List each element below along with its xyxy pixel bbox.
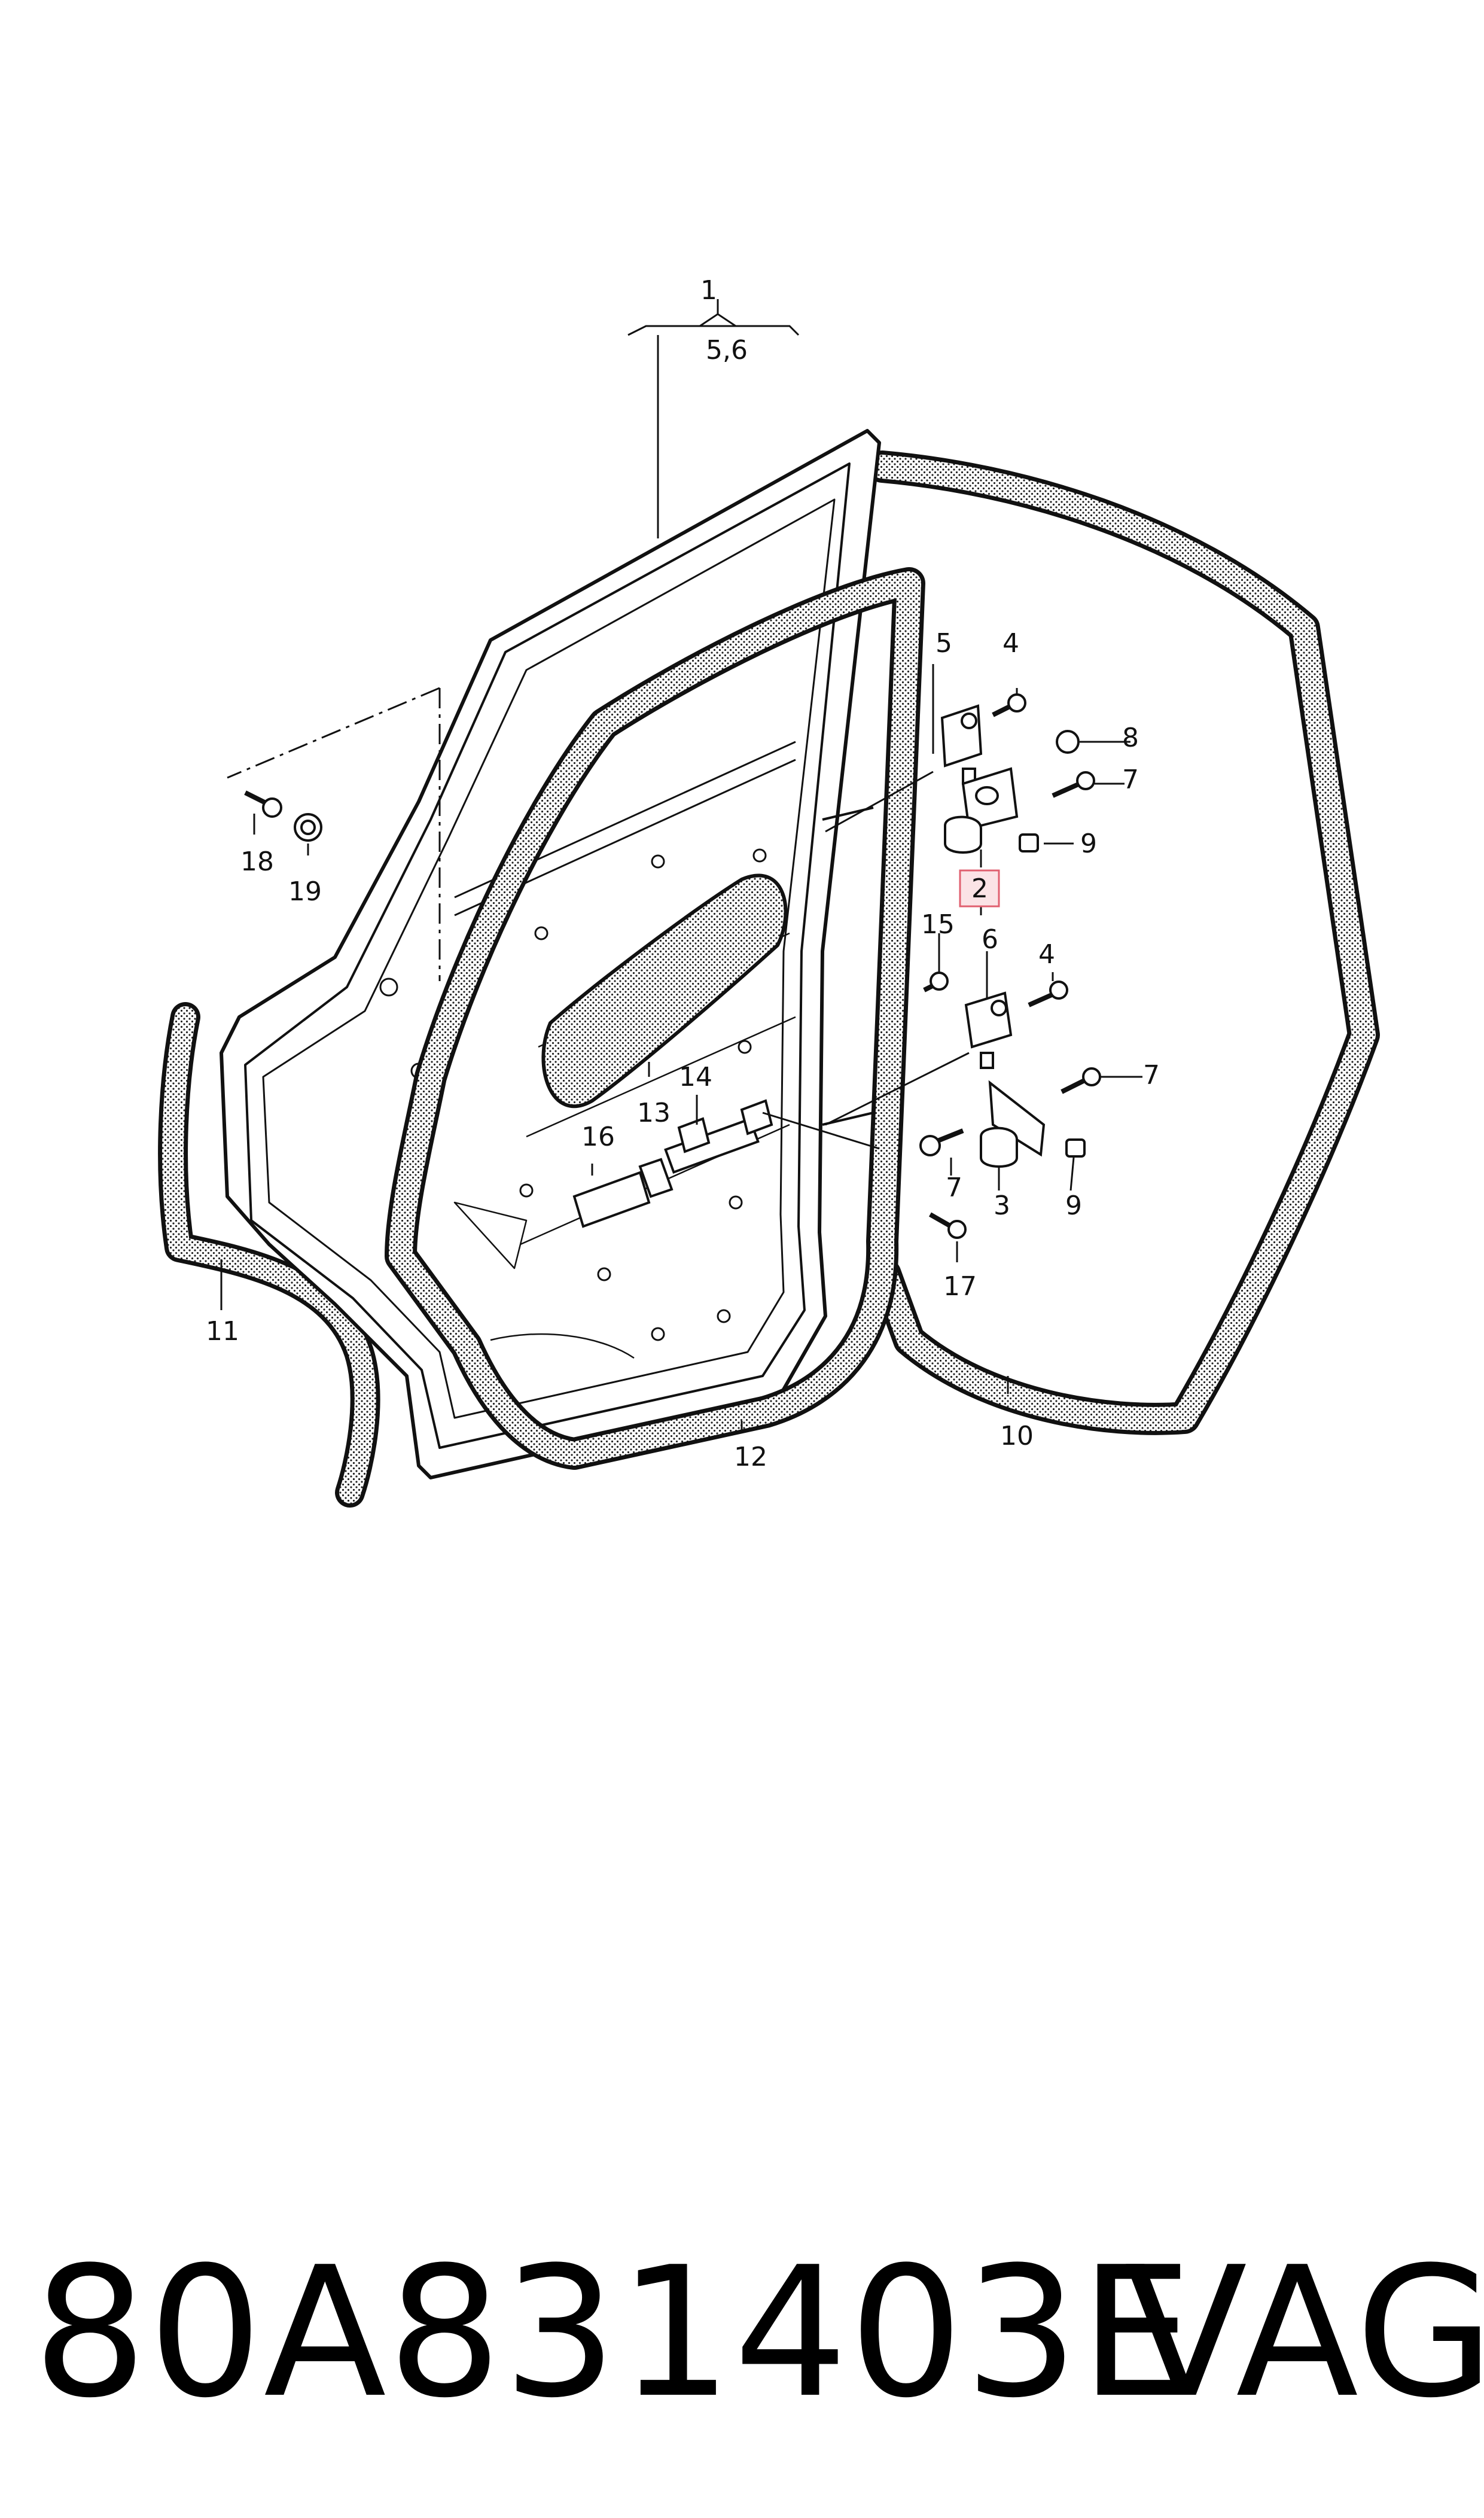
nut-8 bbox=[1056, 730, 1080, 754]
callout-13: 13 bbox=[637, 1098, 671, 1128]
callout-14: 14 bbox=[679, 1062, 712, 1092]
callout-2: 2 bbox=[971, 873, 988, 904]
door-shell bbox=[220, 429, 881, 1479]
callout-4-lower: 4 bbox=[1038, 939, 1055, 970]
callout-19: 19 bbox=[288, 876, 322, 907]
callout-1: 1 bbox=[700, 275, 717, 306]
cap-9-upper bbox=[1019, 833, 1039, 852]
callout-16: 16 bbox=[581, 1122, 615, 1152]
callout-7-right: 7 bbox=[1143, 1060, 1160, 1091]
part-number: 80A831403E bbox=[33, 2228, 1194, 2437]
door-seal-10 bbox=[866, 450, 1380, 1435]
hinge-upper-5 bbox=[940, 704, 983, 785]
damping-panel-13 bbox=[541, 873, 788, 1109]
leader-lines bbox=[220, 299, 1142, 1433]
callout-5-6: 5,6 bbox=[706, 335, 748, 366]
callout-9-lower: 9 bbox=[1065, 1191, 1082, 1221]
bolt-7-right bbox=[1061, 1067, 1101, 1094]
callout-numbers: 1 5,6 5 4 8 7 9 2 15 6 4 7 7 3 9 17 13 1… bbox=[206, 275, 1160, 1472]
callout-17: 17 bbox=[943, 1271, 977, 1302]
screw-17 bbox=[929, 1212, 967, 1239]
hinge-part-3 bbox=[980, 1080, 1046, 1168]
callout-7-left: 7 bbox=[946, 1173, 962, 1203]
callout-4-upper: 4 bbox=[1002, 628, 1019, 659]
bolt-4-lower bbox=[1028, 981, 1068, 1007]
callout-7-upper: 7 bbox=[1122, 765, 1139, 795]
bolt-7-left bbox=[919, 1128, 964, 1156]
callout-6: 6 bbox=[982, 924, 998, 955]
highlight-box-part-2 bbox=[959, 869, 1000, 908]
callout-10: 10 bbox=[1000, 1421, 1034, 1451]
callout-9-upper: 9 bbox=[1080, 829, 1097, 859]
screw-15 bbox=[923, 972, 949, 992]
hinge-part-2 bbox=[944, 767, 1019, 854]
brand-label: VAG bbox=[1125, 2228, 1484, 2437]
callout-3: 3 bbox=[994, 1191, 1010, 1221]
hinge-lower-6 bbox=[964, 991, 1013, 1069]
door-seal-12 bbox=[385, 567, 925, 1470]
washer-19 bbox=[294, 813, 322, 842]
callout-18: 18 bbox=[240, 847, 274, 877]
bolt-4-upper bbox=[992, 693, 1026, 717]
callout-5: 5 bbox=[936, 628, 952, 659]
callout-11: 11 bbox=[206, 1316, 239, 1347]
screw-18 bbox=[244, 790, 282, 818]
bolt-7-upper bbox=[1052, 771, 1095, 798]
cap-9-lower bbox=[1065, 1138, 1086, 1158]
callout-12: 12 bbox=[734, 1442, 767, 1472]
wheel-arch-seal-11 bbox=[158, 1002, 380, 1508]
footer: 80A831403E VAG bbox=[0, 2225, 1484, 2441]
lock-16 bbox=[572, 1158, 674, 1228]
callout-8: 8 bbox=[1122, 723, 1139, 753]
callout-15: 15 bbox=[921, 909, 955, 940]
door-check-strap-14 bbox=[664, 1099, 773, 1174]
